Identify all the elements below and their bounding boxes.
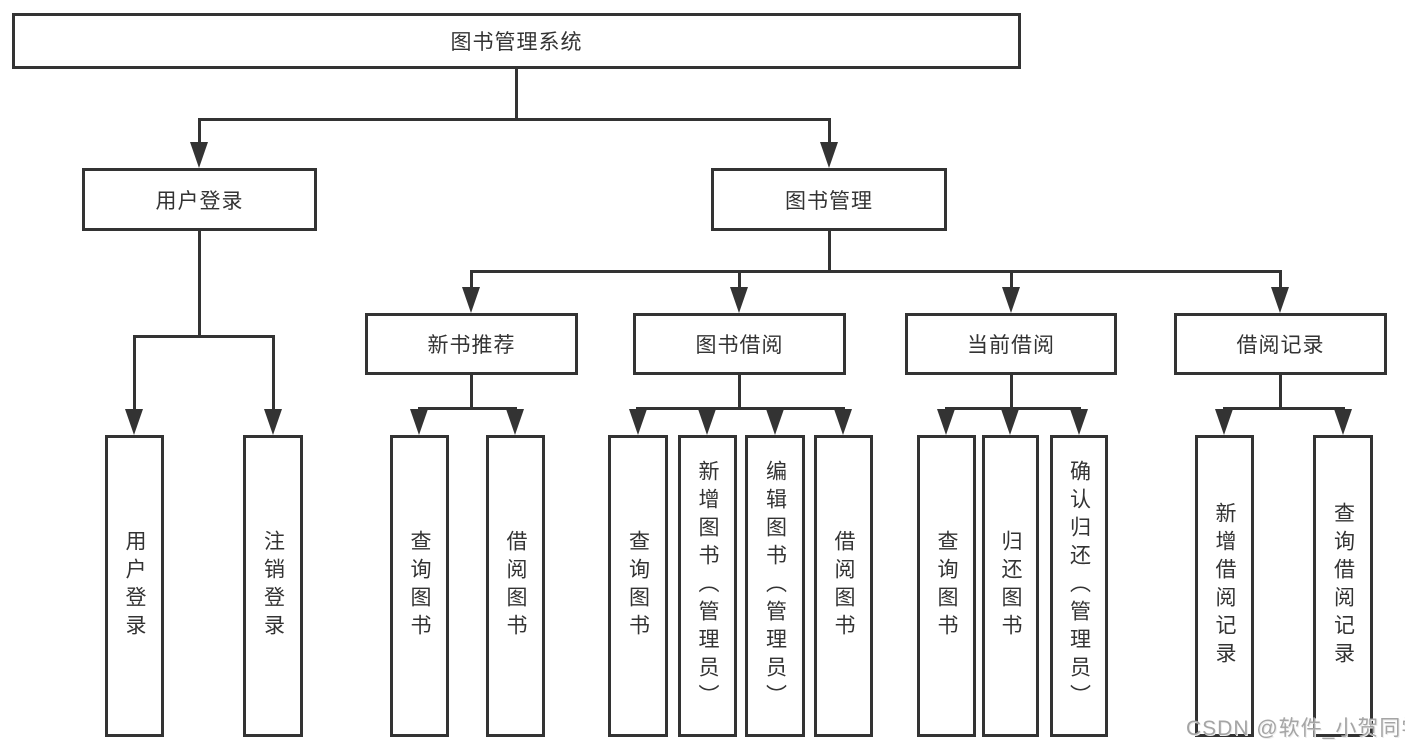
connector-line (198, 118, 831, 121)
leaf-borrow-books-label: 借阅图书 (832, 530, 855, 642)
node-book-management: 图书管理 (711, 168, 947, 231)
leaf-query-books-recommend-label: 查询图书 (408, 530, 431, 642)
leaf-query-borrow-record: 查询借阅记录 (1313, 435, 1373, 737)
leaf-add-borrow-record-label: 新增借阅记录 (1213, 502, 1236, 670)
connector-line (470, 270, 1282, 273)
connector-line (945, 407, 1081, 410)
leaf-borrow-books-recommend-label: 借阅图书 (504, 530, 527, 642)
node-borrow-records-label: 借阅记录 (1236, 334, 1325, 357)
leaf-logout: 注销登录 (243, 435, 303, 737)
leaf-add-books-admin: 新增图书（管理员） (678, 435, 737, 737)
connector-line (470, 375, 473, 409)
arrow-down-icon (834, 409, 852, 435)
arrow-down-icon (125, 409, 143, 435)
connector-line (1279, 270, 1282, 289)
connector-line (133, 335, 275, 338)
connector-line (636, 407, 845, 410)
leaf-borrow-books-recommend: 借阅图书 (486, 435, 545, 737)
node-borrow-records: 借阅记录 (1174, 313, 1387, 375)
leaf-add-borrow-record: 新增借阅记录 (1195, 435, 1254, 737)
connector-line (418, 407, 517, 410)
leaf-query-books-borrow: 查询图书 (608, 435, 668, 737)
arrow-down-icon (410, 409, 428, 435)
leaf-query-books-current-label: 查询图书 (935, 530, 958, 642)
leaf-return-books: 归还图书 (982, 435, 1039, 737)
arrow-down-icon (820, 142, 838, 168)
node-new-book-recommend: 新书推荐 (365, 313, 578, 375)
arrow-down-icon (264, 409, 282, 435)
connector-line (198, 118, 201, 144)
arrow-down-icon (1215, 409, 1233, 435)
connector-line (515, 68, 518, 120)
arrow-down-icon (629, 409, 647, 435)
connector-line (1279, 375, 1282, 409)
node-book-borrow: 图书借阅 (633, 313, 846, 375)
connector-line (198, 230, 201, 337)
connector-line (828, 118, 831, 144)
node-book-management-label: 图书管理 (785, 189, 873, 213)
connector-line (1010, 375, 1013, 409)
leaf-confirm-return-admin-label: 确认归还（管理员） (1067, 460, 1091, 712)
arrow-down-icon (766, 409, 784, 435)
arrow-down-icon (1001, 409, 1019, 435)
leaf-edit-books-admin: 编辑图书（管理员） (745, 435, 805, 737)
leaf-user-login: 用户登录 (105, 435, 164, 737)
leaf-edit-books-admin-label: 编辑图书（管理员） (763, 460, 787, 712)
node-root-label: 图书管理系统 (450, 31, 583, 54)
leaf-query-books-borrow-label: 查询图书 (626, 530, 650, 642)
node-user-login: 用户登录 (82, 168, 317, 231)
leaf-return-books-label: 归还图书 (999, 530, 1022, 642)
connector-line (738, 375, 741, 409)
leaf-query-books-current: 查询图书 (917, 435, 976, 737)
node-root: 图书管理系统 (12, 13, 1021, 69)
leaf-query-borrow-record-label: 查询借阅记录 (1331, 502, 1355, 670)
node-new-book-recommend-label: 新书推荐 (427, 334, 516, 357)
csdn-watermark: CSDN @软件_小贺同学 (1186, 717, 1405, 740)
arrow-down-icon (1271, 287, 1289, 313)
leaf-user-login-label: 用户登录 (123, 530, 146, 642)
connector-line (1010, 270, 1013, 289)
connector-line (133, 335, 136, 413)
leaf-add-books-admin-label: 新增图书（管理员） (696, 460, 719, 712)
node-book-borrow-label: 图书借阅 (695, 334, 784, 357)
leaf-query-books-recommend: 查询图书 (390, 435, 449, 737)
leaf-borrow-books: 借阅图书 (814, 435, 873, 737)
arrow-down-icon (506, 409, 524, 435)
arrow-down-icon (1334, 409, 1352, 435)
connector-line (828, 231, 831, 272)
arrow-down-icon (730, 287, 748, 313)
arrow-down-icon (190, 142, 208, 168)
node-current-borrow-label: 当前借阅 (967, 334, 1055, 357)
arrow-down-icon (1002, 287, 1020, 313)
arrow-down-icon (462, 287, 480, 313)
arrow-down-icon (1070, 409, 1088, 435)
connector-line (272, 335, 275, 413)
arrow-down-icon (937, 409, 955, 435)
leaf-confirm-return-admin: 确认归还（管理员） (1050, 435, 1108, 737)
leaf-logout-label: 注销登录 (261, 530, 285, 642)
connector-line (738, 270, 741, 289)
node-current-borrow: 当前借阅 (905, 313, 1117, 375)
connector-line (470, 270, 473, 289)
arrow-down-icon (698, 409, 716, 435)
connector-line (1223, 407, 1345, 410)
node-user-login-label: 用户登录 (155, 189, 244, 213)
